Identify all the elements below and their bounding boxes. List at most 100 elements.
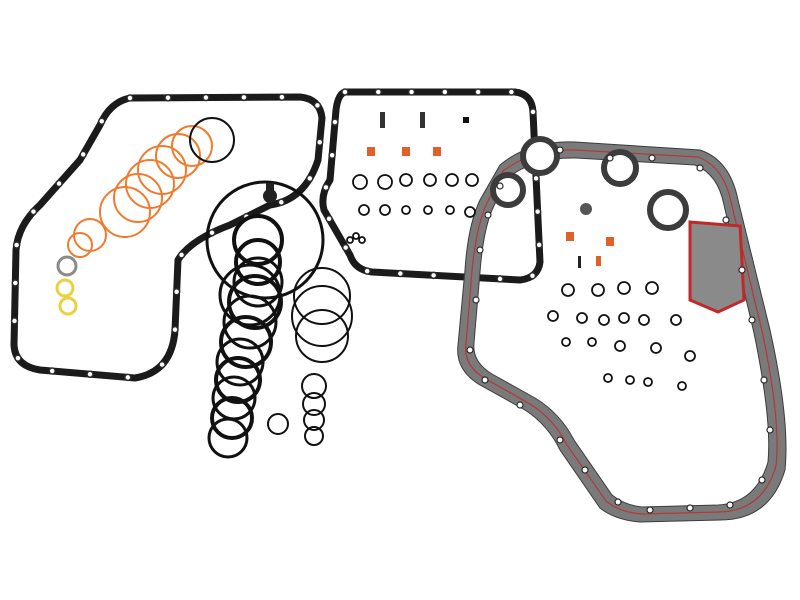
o-ring bbox=[677, 381, 687, 391]
case-plugs bbox=[566, 203, 614, 268]
bolt-hole bbox=[177, 251, 186, 259]
o-ring bbox=[267, 413, 289, 435]
bolt-hole bbox=[55, 179, 63, 188]
bolt-hole bbox=[532, 174, 540, 183]
o-ring bbox=[301, 373, 327, 399]
bolt-hole bbox=[396, 269, 405, 278]
o-ring bbox=[304, 426, 324, 446]
o-ring bbox=[587, 337, 597, 347]
bolt-hole bbox=[158, 360, 166, 369]
bolt-hole bbox=[86, 370, 94, 378]
bolt-hole bbox=[614, 498, 622, 506]
case-o-rings bbox=[547, 281, 696, 391]
bolt-hole bbox=[315, 138, 324, 147]
bolt-hole bbox=[313, 101, 322, 110]
seal-ring bbox=[99, 186, 151, 238]
bolt-hole bbox=[171, 325, 179, 334]
bolt-hole bbox=[722, 216, 730, 224]
bolt-hole bbox=[606, 154, 614, 162]
o-ring bbox=[561, 337, 571, 347]
o-ring bbox=[603, 373, 613, 383]
bolt-hole bbox=[374, 88, 383, 96]
o-ring bbox=[214, 356, 262, 404]
side-cover-gasket bbox=[10, 93, 326, 382]
bolt-hole bbox=[322, 183, 330, 192]
side-cover-bolt-holes bbox=[10, 93, 324, 382]
bolt-hole bbox=[556, 146, 564, 154]
o-ring bbox=[638, 314, 650, 326]
bolt-hole bbox=[278, 93, 286, 101]
o-ring bbox=[618, 312, 630, 324]
o-ring bbox=[465, 173, 479, 187]
seal-ring bbox=[171, 125, 213, 167]
seal-ring bbox=[125, 159, 175, 209]
bolt-hole bbox=[686, 504, 694, 512]
bolt-hole bbox=[277, 198, 286, 207]
o-ring bbox=[303, 409, 325, 431]
o-ring bbox=[358, 204, 370, 216]
bolt-hole bbox=[466, 346, 474, 354]
o-ring bbox=[346, 236, 354, 244]
case-bolt-holes bbox=[466, 146, 774, 514]
bolt-hole bbox=[363, 267, 371, 275]
o-ring bbox=[234, 238, 282, 286]
o-ring bbox=[617, 281, 631, 295]
o-ring bbox=[232, 256, 284, 308]
bolt-hole bbox=[766, 426, 774, 434]
o-ring bbox=[227, 274, 283, 330]
bolt-hole bbox=[407, 88, 416, 96]
bolt-hole bbox=[474, 88, 482, 96]
bolt-hole bbox=[12, 241, 21, 249]
seal-ring bbox=[155, 133, 201, 179]
bolt-hole bbox=[429, 271, 438, 280]
o-ring bbox=[464, 206, 476, 218]
seal-ring bbox=[113, 173, 163, 223]
o-ring bbox=[358, 236, 366, 244]
bolt-hole bbox=[496, 182, 504, 190]
o-ring bbox=[445, 173, 459, 187]
o-ring bbox=[684, 350, 696, 362]
o-ring bbox=[219, 315, 273, 369]
thin-o-rings bbox=[267, 267, 353, 446]
o-ring bbox=[645, 281, 659, 295]
bolt-hole bbox=[164, 94, 172, 102]
bolt-hole bbox=[535, 241, 543, 249]
o-ring bbox=[210, 396, 254, 440]
bolt-hole bbox=[648, 154, 656, 162]
small-seals-left bbox=[55, 255, 78, 316]
o-ring bbox=[561, 283, 575, 297]
bolt-hole bbox=[472, 296, 480, 304]
bolt-hole bbox=[496, 275, 504, 283]
bolt-hole bbox=[481, 376, 489, 384]
valve-body-o-rings bbox=[346, 173, 479, 244]
bolt-hole bbox=[124, 373, 132, 382]
bolt-hole bbox=[79, 150, 87, 159]
bolt-hole bbox=[516, 401, 524, 409]
o-ring bbox=[401, 205, 411, 215]
bolt-hole bbox=[484, 211, 492, 219]
bolt-hole bbox=[476, 246, 484, 254]
bolt-hole bbox=[758, 476, 766, 484]
bolt-hole bbox=[331, 118, 339, 126]
bolt-hole bbox=[341, 88, 349, 96]
o-ring bbox=[591, 283, 605, 297]
bolt-hole bbox=[208, 228, 216, 237]
seal-ring bbox=[137, 145, 187, 195]
bolt-hole bbox=[529, 108, 537, 116]
o-ring bbox=[445, 205, 455, 215]
seal-ring bbox=[67, 232, 93, 258]
o-ring bbox=[643, 377, 653, 387]
case-gasket bbox=[457, 136, 787, 523]
o-ring bbox=[302, 392, 326, 416]
o-ring bbox=[291, 285, 353, 347]
bolt-hole bbox=[306, 174, 314, 183]
bolt-hole bbox=[646, 506, 654, 514]
o-ring bbox=[207, 417, 249, 459]
bolt-hole bbox=[738, 266, 746, 274]
o-ring-stack bbox=[207, 214, 284, 459]
seal-ring bbox=[189, 117, 235, 163]
orange-seal-rings bbox=[67, 117, 235, 258]
bolt-hole bbox=[528, 271, 537, 280]
bolt-hole bbox=[581, 466, 589, 474]
o-ring bbox=[399, 173, 413, 187]
